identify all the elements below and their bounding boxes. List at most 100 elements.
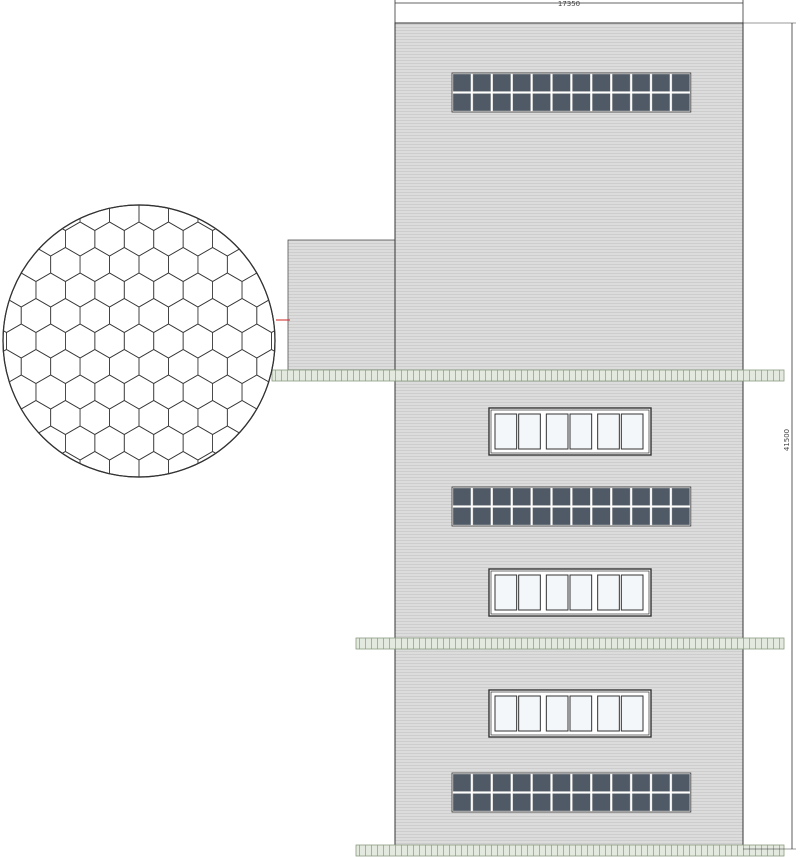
solar-panel bbox=[651, 73, 671, 92]
solar-panel bbox=[592, 73, 611, 92]
width-dimension-label: 17350 bbox=[558, 0, 580, 8]
floor-slab bbox=[271, 369, 785, 382]
dome-hexagon bbox=[3, 247, 22, 282]
height-dimension-label: 41500 bbox=[783, 429, 791, 451]
solar-panel bbox=[472, 487, 491, 506]
solar-panel bbox=[651, 773, 671, 792]
solar-panel bbox=[452, 93, 472, 112]
solar-panel bbox=[512, 793, 531, 812]
window-pane bbox=[518, 695, 541, 732]
window-band bbox=[488, 407, 652, 456]
solar-panel bbox=[631, 507, 651, 526]
solar-panel bbox=[592, 487, 611, 506]
solar-panel bbox=[671, 487, 691, 506]
floor-slab bbox=[355, 637, 785, 650]
dome-hexagon bbox=[197, 451, 228, 477]
window-band bbox=[488, 568, 652, 617]
solar-panel bbox=[592, 793, 611, 812]
solar-panel bbox=[631, 773, 651, 792]
solar-panel bbox=[492, 793, 511, 812]
solar-panel bbox=[572, 773, 591, 792]
solar-panel bbox=[552, 487, 571, 506]
window-pane bbox=[569, 695, 593, 732]
solar-panel bbox=[612, 793, 631, 812]
solar-panel bbox=[492, 507, 511, 526]
solar-panel bbox=[492, 487, 511, 506]
solar-panel bbox=[452, 793, 472, 812]
solar-panel bbox=[552, 773, 571, 792]
solar-panel bbox=[532, 487, 551, 506]
solar-panel bbox=[612, 73, 631, 92]
window-pane bbox=[494, 574, 518, 611]
solar-panel bbox=[532, 773, 551, 792]
solar-panel bbox=[452, 73, 472, 92]
solar-panel bbox=[492, 93, 511, 112]
solar-panel bbox=[452, 507, 472, 526]
window-pane bbox=[620, 413, 644, 450]
solar-panel bbox=[452, 487, 472, 506]
solar-panel bbox=[671, 773, 691, 792]
solar-panel bbox=[592, 507, 611, 526]
solar-panel bbox=[552, 793, 571, 812]
window-pane bbox=[494, 413, 518, 450]
floor-slabs bbox=[271, 369, 785, 857]
solar-panel bbox=[651, 93, 671, 112]
window-pane bbox=[545, 695, 569, 732]
solar-panel bbox=[452, 773, 472, 792]
solar-panel bbox=[671, 73, 691, 92]
solar-panel bbox=[472, 507, 491, 526]
solar-panel bbox=[592, 93, 611, 112]
window-pane bbox=[494, 695, 518, 732]
solar-panel bbox=[572, 487, 591, 506]
solar-panel bbox=[512, 487, 531, 506]
window-pane bbox=[545, 413, 569, 450]
dome-hexagon bbox=[256, 247, 275, 282]
solar-panel bbox=[612, 507, 631, 526]
solar-panel bbox=[651, 487, 671, 506]
solar-panel bbox=[552, 507, 571, 526]
window-bands bbox=[488, 407, 652, 738]
solar-panel bbox=[532, 793, 551, 812]
solar-panel bbox=[472, 93, 491, 112]
solar-panel bbox=[631, 73, 651, 92]
solar-panel bbox=[552, 93, 571, 112]
solar-panel bbox=[512, 507, 531, 526]
solar-panel bbox=[631, 93, 651, 112]
window-pane bbox=[518, 574, 541, 611]
solar-panel bbox=[671, 93, 691, 112]
solar-panel bbox=[612, 773, 631, 792]
dome-hexagon bbox=[50, 451, 81, 477]
annex-block bbox=[276, 239, 397, 371]
window-pane bbox=[597, 413, 620, 450]
dome-hexagon bbox=[138, 451, 169, 477]
solar-panel bbox=[552, 73, 571, 92]
window-pane bbox=[569, 413, 593, 450]
window-band bbox=[488, 689, 652, 738]
solar-panel bbox=[512, 773, 531, 792]
height-dimension: 41500 bbox=[743, 22, 796, 850]
window-pane bbox=[597, 574, 620, 611]
solar-panel bbox=[671, 507, 691, 526]
solar-panel bbox=[572, 507, 591, 526]
window-pane bbox=[620, 574, 644, 611]
dome-hexagon bbox=[3, 400, 22, 435]
solar-panel bbox=[572, 93, 591, 112]
width-dimension: 17350 bbox=[394, 0, 744, 23]
solar-panel bbox=[532, 93, 551, 112]
window-pane bbox=[597, 695, 620, 732]
solar-panel-arrays bbox=[451, 72, 692, 813]
floor-slab bbox=[355, 844, 785, 857]
solar-panel bbox=[592, 773, 611, 792]
solar-panel bbox=[631, 487, 651, 506]
solar-panel bbox=[532, 507, 551, 526]
dome-hexagon bbox=[256, 400, 275, 435]
solar-panel bbox=[631, 793, 651, 812]
dome-hexagon bbox=[109, 451, 140, 477]
solar-panel bbox=[612, 93, 631, 112]
solar-panel bbox=[651, 793, 671, 812]
window-pane bbox=[569, 574, 593, 611]
window-pane bbox=[518, 413, 541, 450]
window-pane bbox=[620, 695, 644, 732]
solar-panel bbox=[572, 793, 591, 812]
